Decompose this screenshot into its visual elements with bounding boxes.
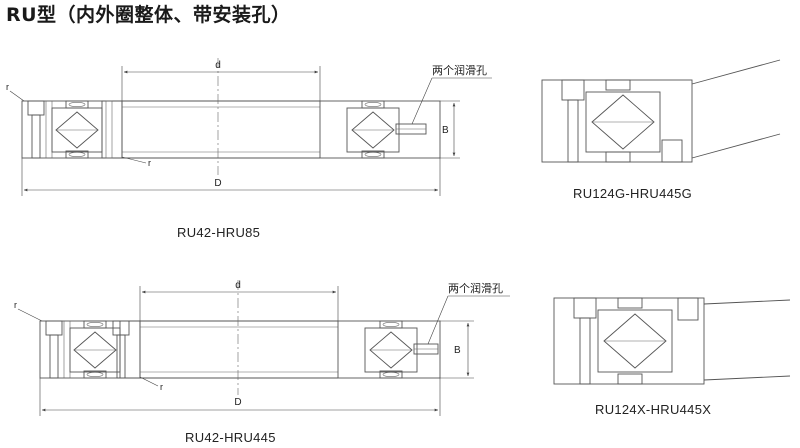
figure-caption: RU124X-HRU445X [595, 402, 712, 417]
figure-ru124x-hru445x [553, 297, 791, 385]
figure-ru42-hru85: d D B r r 两个润滑孔 [6, 58, 492, 196]
lube-note: 两个润滑孔 [432, 63, 487, 77]
dim-B-label: B [454, 345, 461, 356]
radius-label-top: r [6, 82, 9, 92]
radius-label-bottom: r [160, 382, 163, 392]
radius-label-bottom: r [148, 158, 151, 168]
dim-D-label: D [234, 397, 241, 408]
figure-ru124g-hru445g [541, 59, 781, 163]
page-title: RU型（内外圈整体、带安装孔） [6, 4, 291, 26]
radius-label-top: r [14, 300, 17, 310]
dim-D-label: D [214, 178, 221, 189]
figure-caption: RU124G-HRU445G [573, 186, 693, 201]
dim-B-label: B [442, 125, 449, 136]
dim-d-label: d [215, 60, 221, 71]
dim-d-label: d [235, 280, 241, 291]
left-cross-section [39, 320, 141, 379]
right-cross-section [319, 100, 441, 159]
figure-caption: RU42-HRU445 [185, 430, 276, 445]
figure-caption: RU42-HRU85 [177, 225, 261, 240]
lube-note: 两个润滑孔 [448, 281, 503, 295]
left-cross-section [21, 100, 123, 159]
right-cross-section [337, 320, 441, 379]
figure-ru42-hru445: d D B r r 两个润滑孔 [14, 280, 510, 416]
